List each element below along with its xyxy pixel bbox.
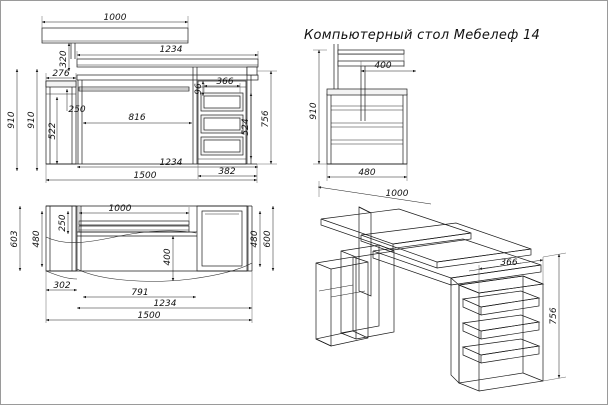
dim-fe-250: 250 — [68, 105, 85, 115]
dim-fe-1234-upper: 1234 — [160, 45, 183, 55]
dim-fe-1000: 1000 — [104, 13, 127, 23]
dim-se-910: 910 — [309, 102, 319, 119]
dim-fe-522: 522 — [48, 122, 58, 139]
dim-fe-816: 816 — [128, 113, 145, 123]
isometric-view-dimensions: 366 756 — [478, 252, 567, 382]
plan-view-geometry — [45, 205, 253, 282]
isometric-view-geometry — [315, 206, 545, 392]
dim-se-480: 480 — [358, 168, 375, 178]
dim-pv-1234: 1234 — [154, 299, 177, 309]
side-elevation-geometry — [326, 44, 408, 165]
dim-fe-910-a: 910 — [7, 111, 17, 128]
dim-fe-96: 96 — [194, 83, 204, 95]
drawing-title: Компьютерный стол Мебелеф 14 — [304, 28, 541, 43]
dim-pv-400: 400 — [163, 248, 173, 265]
dim-fe-382: 382 — [218, 167, 235, 177]
dim-fe-276: 276 — [52, 69, 69, 79]
dim-pv-603: 603 — [10, 230, 20, 247]
dim-pv-480-right: 480 — [250, 230, 260, 247]
front-elevation-dimensions: 1000 1234 320 276 96 366 910 — [7, 13, 277, 183]
dim-pv-1500: 1500 — [138, 311, 161, 321]
dim-fe-910-b: 910 — [27, 111, 37, 128]
dim-se-1000: 1000 — [386, 189, 409, 199]
plan-view-dimensions: 603 480 250 1000 400 480 600 302 — [10, 204, 275, 323]
dim-fe-320: 320 — [59, 50, 69, 67]
dim-pv-250: 250 — [58, 214, 68, 231]
dim-pv-302: 302 — [53, 281, 70, 291]
dim-iso-366: 366 — [500, 258, 517, 268]
dim-fe-524: 524 — [241, 118, 251, 135]
side-elevation-dimensions: 400 910 480 1000 — [309, 49, 432, 205]
dim-pv-480-left: 480 — [32, 230, 42, 247]
front-elevation-geometry — [41, 27, 259, 165]
dim-pv-791: 791 — [131, 288, 148, 298]
dim-pv-1000: 1000 — [109, 204, 132, 214]
dim-fe-366: 366 — [216, 77, 233, 87]
dim-pv-600: 600 — [263, 230, 273, 247]
dim-se-400: 400 — [374, 61, 391, 71]
dim-fe-1500: 1500 — [134, 171, 157, 181]
dim-iso-756: 756 — [549, 307, 559, 324]
dim-fe-1234-lower: 1234 — [160, 158, 183, 168]
dim-fe-756: 756 — [261, 110, 271, 127]
